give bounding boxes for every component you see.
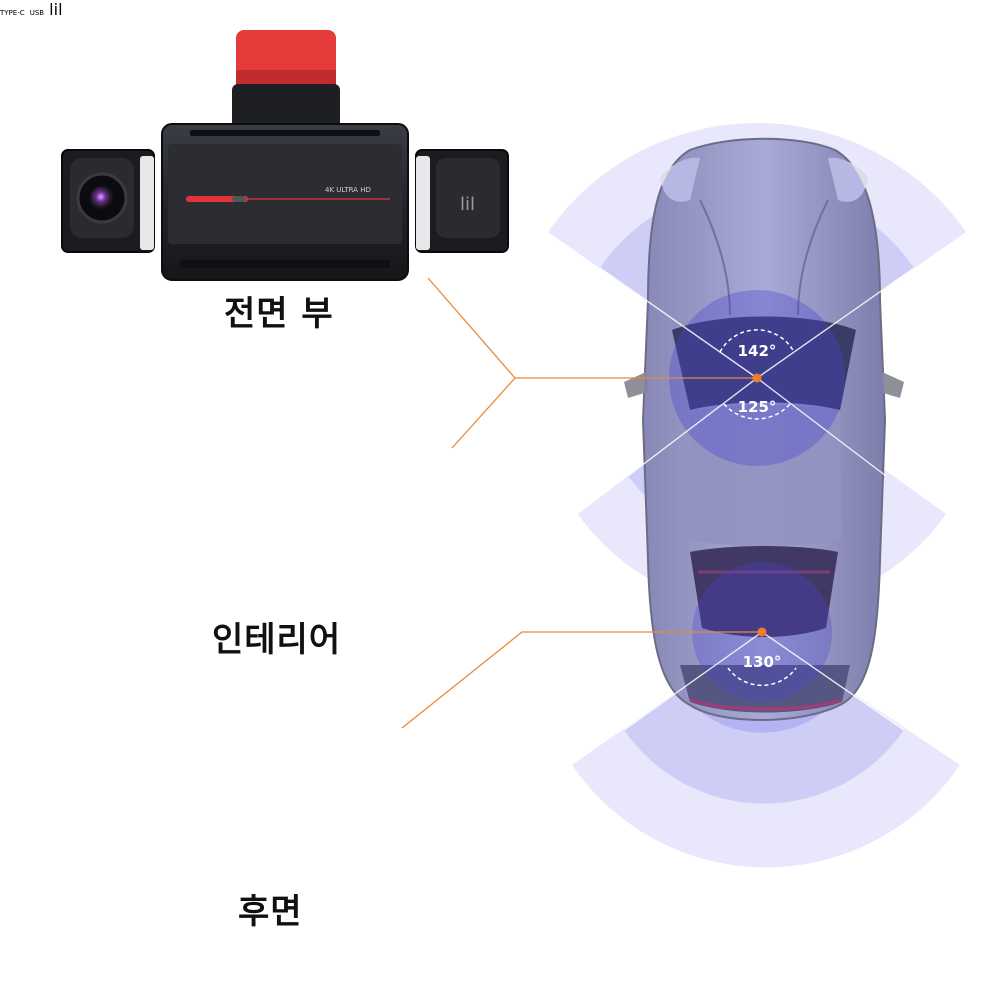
- rear-angle-label: 130°: [743, 653, 782, 671]
- usb-port: lil: [49, 0, 62, 19]
- front-angle-label: 142°: [738, 342, 777, 360]
- preview-screen: lil: [49, 0, 62, 19]
- resolution-badge: 4K ULTRA HD: [325, 186, 371, 194]
- svg-text:lil: lil: [460, 194, 475, 215]
- car-top-view: [624, 137, 904, 721]
- usb-port-label: USB: [29, 9, 45, 17]
- interior-lens: lil: [49, 0, 63, 19]
- interior-angle-label: 125°: [738, 398, 777, 416]
- front-angle-arc: [719, 329, 795, 353]
- leader-lines: [401, 277, 762, 729]
- interior-angle-arc: [723, 403, 791, 420]
- interior-unit-label: 인테리어: [212, 620, 342, 660]
- typec-port-label: TYPE-C: [0, 9, 25, 17]
- rear-angle-arc: [727, 667, 797, 687]
- car-coverage-diagram: 142° 125° 130°: [548, 123, 966, 868]
- front-camera-unit: 4K ULTRA HD lil: [61, 30, 509, 281]
- front-unit-label: 전면 부: [224, 294, 334, 334]
- interior-camera-unit: TYPE-C USB lil: [0, 0, 63, 19]
- typec-port: lil: [49, 0, 62, 19]
- rear-unit-label: 후면: [238, 892, 303, 932]
- front-view-lines: [599, 267, 915, 731]
